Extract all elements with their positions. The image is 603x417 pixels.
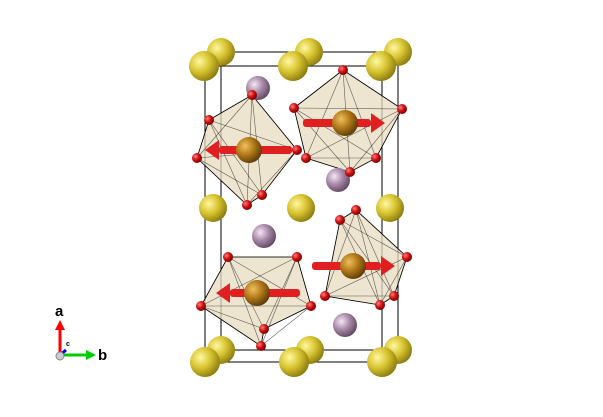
oxygen-atom — [351, 205, 361, 215]
axis-origin — [55, 351, 65, 361]
oxygen-atom — [259, 324, 269, 334]
a-site-atom — [189, 51, 219, 81]
a-site-atom — [279, 347, 309, 377]
a-site-atom — [367, 347, 397, 377]
atoms-back — [199, 38, 412, 364]
oxygen-atom — [247, 90, 257, 100]
oxygen-atom — [292, 145, 302, 155]
oxygen-atom — [338, 65, 348, 75]
interstitial-atom — [326, 168, 350, 192]
octahedron — [324, 209, 408, 306]
oxygen-atom — [389, 291, 399, 301]
oxygen-atom — [204, 115, 214, 125]
oxygen-atom — [306, 301, 316, 311]
b-site-atom — [340, 253, 366, 279]
a-site-atom — [366, 51, 396, 81]
oxygen-atom — [375, 300, 385, 310]
oxygen-atom — [196, 301, 206, 311]
oxygen-atom — [335, 215, 345, 225]
oxygen-atom — [192, 153, 202, 163]
a-site-atom — [190, 347, 220, 377]
atoms-front — [189, 51, 412, 377]
oxygen-atom — [242, 200, 252, 210]
oxygen-atom — [301, 153, 311, 163]
b-site-atom — [236, 137, 262, 163]
oxygen-atom — [292, 252, 302, 262]
oxygen-atom — [257, 190, 267, 200]
axis-c-label: c — [66, 341, 70, 348]
a-site-atom — [199, 194, 227, 222]
interstitial-atom — [333, 313, 357, 337]
a-site-atom — [287, 194, 315, 222]
interstitial-atom — [252, 224, 276, 248]
axis-b-label: b — [98, 347, 108, 364]
b-site-atom — [332, 110, 358, 136]
oxygen-atom — [256, 341, 266, 351]
a-site-atom — [376, 194, 404, 222]
axis-indicator — [55, 320, 96, 361]
a-site-atom — [278, 51, 308, 81]
oxygen-atom — [397, 104, 407, 114]
oxygen-atom — [289, 103, 299, 113]
b-site-atom — [244, 280, 270, 306]
axis-a-label: a — [55, 303, 64, 320]
oxygen-atom — [320, 291, 330, 301]
oxygen-atom — [402, 252, 412, 262]
oxygen-atom — [223, 252, 233, 262]
oxygen-atom — [345, 167, 355, 177]
oxygen-atom — [371, 153, 381, 163]
